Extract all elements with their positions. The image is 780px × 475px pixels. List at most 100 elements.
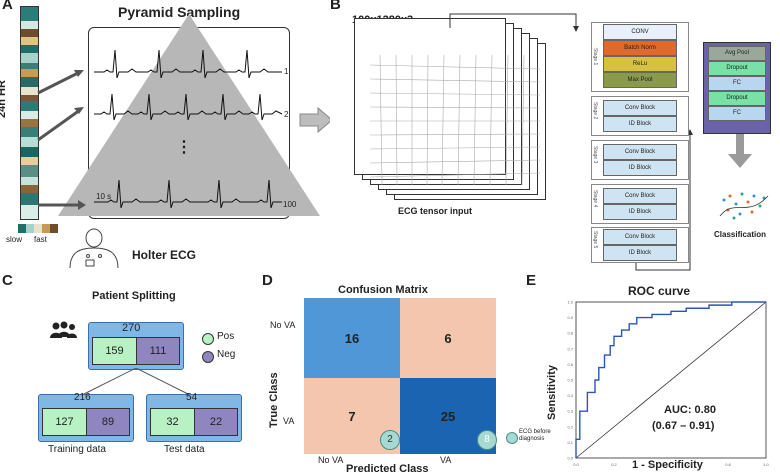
row-label-2: 2: [284, 110, 289, 119]
pyramid-triangle: [58, 14, 320, 216]
cm-col-label-1: VA: [440, 455, 452, 465]
cm-col-label-0: No VA: [318, 455, 344, 465]
block-conv-block: Conv Block: [603, 144, 677, 160]
legend-pos-label: Pos: [217, 331, 235, 342]
block-maxpool: Max Pool: [603, 72, 677, 88]
test-neg: 22: [194, 408, 238, 436]
sample-arrow: [37, 70, 81, 95]
stage-label-1: Stage 1: [592, 48, 598, 66]
output-connector: [635, 133, 691, 271]
roc-ylabel: Sensitivity: [546, 364, 558, 420]
roc-y-tick: 0.3: [567, 409, 573, 414]
holter-person-icon: [69, 228, 119, 269]
head-down-arrow: [728, 132, 752, 168]
cm-badge-fn: 2: [380, 430, 400, 450]
total-pos: 159: [92, 337, 137, 365]
panel-letter-d: D: [262, 272, 273, 289]
sample-arrow: [37, 108, 81, 142]
scale-swatch: [34, 224, 42, 233]
roc-auc: AUC: 0.80: [664, 404, 716, 416]
roc-title: ROC curve: [628, 284, 691, 298]
train-label: Training data: [48, 444, 106, 455]
block-conv-block: Conv Block: [603, 100, 677, 116]
roc-y-tick: 0.9: [567, 315, 573, 320]
cm-cell-fp: 6: [400, 298, 496, 378]
classification-scatter-icon: [719, 192, 769, 220]
pyramid-graphic: [37, 14, 330, 269]
cm-badge-tp: 8: [477, 430, 497, 450]
test-pos: 32: [150, 408, 195, 436]
train-count: 216: [74, 392, 91, 403]
classification-label: Classification: [714, 230, 767, 239]
block-fc: FC: [708, 76, 766, 91]
roc-x-tick: 0.0: [573, 462, 579, 467]
roc-x-tick: 0.4: [649, 462, 655, 467]
legend-pos-swatch: [202, 333, 214, 345]
split-lines: [79, 368, 193, 397]
block-dropout: Dropout: [708, 61, 766, 76]
roc-x-tick: 0.6: [687, 462, 693, 467]
input-connector: [449, 13, 577, 28]
roc-y-tick: 0.0: [567, 456, 573, 461]
panel-letter-a: A: [2, 0, 13, 13]
block-batchnorm: Batch Norm: [603, 40, 677, 56]
sample-arrow-head: [78, 200, 86, 210]
roc-x-tick: 0.8: [725, 462, 731, 467]
panel-letter-c: C: [2, 272, 13, 289]
roc-plot: 0.0 0.2 0.4 0.6 0.8 1.0 0.0 0.1 0.2 0.3 0.4 0.5 0.6 0…: [567, 300, 769, 468]
test-count: 54: [186, 392, 198, 403]
ellipsis: ⋮: [176, 139, 192, 156]
roc-y-tick: 0.2: [567, 424, 573, 429]
badge-legend-swatch: [506, 432, 518, 444]
stage-label-5: Stage 5: [592, 231, 598, 249]
duration-label: 10 s: [96, 192, 112, 201]
roc-y-tick: 0.1: [567, 440, 573, 445]
roc-y-tick: 0.8: [567, 331, 573, 336]
badge-legend-label: ECG before diagnosis: [519, 429, 551, 442]
patients-icon: [50, 321, 77, 338]
roc-ci: (0.67 – 0.91): [652, 420, 715, 432]
sample-arrow-head: [74, 70, 84, 77]
block-fc: FC: [708, 106, 766, 121]
tensor-caption: ECG tensor input: [398, 206, 472, 216]
block-id-block: ID Block: [603, 160, 677, 176]
ecg-trace-100: [94, 179, 282, 209]
block-conv-block: Conv Block: [603, 188, 677, 204]
hr-color-strip: [20, 6, 39, 220]
roc-x-tick: 1.0: [763, 462, 769, 467]
scale-swatch: [42, 224, 50, 233]
roc-y-tick: 0.5: [567, 378, 573, 383]
cm-xlabel: Predicted Class: [346, 463, 429, 475]
roc-curve: [575, 301, 766, 458]
scale-slow-label: slow: [6, 235, 23, 244]
test-label: Test data: [164, 444, 205, 455]
block-id-block: ID Block: [603, 116, 677, 132]
cm-row-label-0: No VA: [270, 320, 296, 330]
row-label-100: 100: [283, 200, 297, 209]
scale-swatch: [50, 224, 58, 233]
roc-diagonal: [575, 301, 767, 459]
tensor-grid: [370, 55, 541, 186]
holter-label: Holter ECG: [132, 248, 197, 262]
roc-x-tick: 0.2: [611, 462, 617, 467]
legend-neg-label: Neg: [217, 349, 236, 360]
row-label-1: 1: [284, 67, 289, 76]
panel-letter-b: B: [330, 0, 341, 13]
block-id-block: ID Block: [603, 204, 677, 220]
ecg-trace-2: [94, 93, 283, 121]
block-dropout: Dropout: [708, 91, 766, 106]
stage-label-4: Stage 4: [592, 190, 598, 208]
roc-y-tick: 0.6: [567, 362, 573, 367]
patient-split-title: Patient Splitting: [92, 290, 176, 302]
cm-ylabel: True Class: [268, 372, 280, 428]
block-id-block: ID Block: [603, 245, 677, 261]
roc-y-tick: 0.4: [567, 393, 573, 398]
cm-cell-tn: 16: [304, 298, 400, 378]
roc-y-tick: 1.0: [567, 300, 573, 305]
scale-swatch: [26, 224, 34, 233]
scale-fast-label: fast: [34, 235, 47, 244]
total-neg: 111: [136, 337, 180, 365]
confusion-title: Confusion Matrix: [338, 284, 428, 296]
roc-xlabel: 1 - Specificity: [632, 459, 703, 471]
stage-label-3: Stage 3: [592, 146, 598, 164]
